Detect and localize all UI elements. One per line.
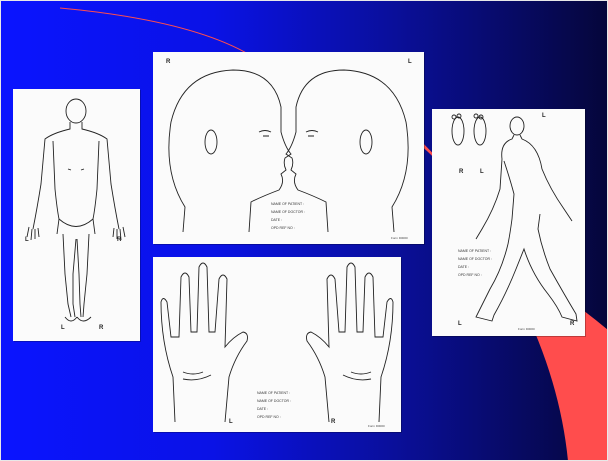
label-right-bottom: R: [99, 325, 103, 331]
form-line-ref: OPD REF NO :: [257, 413, 291, 421]
label-left: L: [229, 419, 233, 425]
form-line-ref: OPD REF NO :: [271, 224, 305, 232]
body-outline-back-icon: [13, 89, 140, 341]
form-line-doctor: NAME OF DOCTOR :: [271, 208, 305, 216]
form-footer: Form D0000: [518, 327, 535, 331]
patient-form: NAME OF PATIENT : NAME OF DOCTOR : DATE …: [257, 389, 291, 421]
form-line-date: DATE :: [257, 405, 291, 413]
form-line-ref: OPD REF NO :: [458, 271, 492, 279]
body-back-diagram: L R L R: [13, 89, 140, 341]
form-line-doctor: NAME OF DOCTOR :: [257, 397, 291, 405]
form-footer: Form D0000: [368, 424, 385, 428]
label-foot-right: L: [480, 169, 484, 175]
label-top: L: [542, 113, 546, 119]
form-line-date: DATE :: [271, 216, 305, 224]
form-line-patient: NAME OF PATIENT :: [271, 200, 305, 208]
patient-form: NAME OF PATIENT : NAME OF DOCTOR : DATE …: [271, 200, 305, 232]
label-left: L: [408, 59, 412, 65]
body-walking-side-icon: [432, 109, 585, 336]
head-profiles-diagram: R L NAME OF PATIENT : NAME OF DOCTOR : D…: [153, 52, 424, 244]
form-line-doctor: NAME OF DOCTOR :: [458, 255, 492, 263]
label-left-bottom: L: [61, 325, 65, 331]
form-line-patient: NAME OF PATIENT :: [458, 247, 492, 255]
form-footer: Form D0000: [391, 236, 408, 240]
label-left: L: [25, 237, 29, 243]
patient-form: NAME OF PATIENT : NAME OF DOCTOR : DATE …: [458, 247, 492, 279]
label-foot-left: R: [459, 169, 463, 175]
label-right: R: [166, 59, 170, 65]
hands-diagram: L R NAME OF PATIENT : NAME OF DOCTOR : D…: [153, 257, 401, 432]
label-right: R: [117, 237, 121, 243]
form-line-patient: NAME OF PATIENT :: [257, 389, 291, 397]
label-bottom-left: L: [458, 321, 462, 327]
label-bottom-right: R: [570, 321, 574, 327]
label-right: R: [331, 419, 335, 425]
form-line-date: DATE :: [458, 263, 492, 271]
body-side-diagram: L R L NAME OF PATIENT : NAME OF DOCTOR :…: [432, 109, 585, 336]
